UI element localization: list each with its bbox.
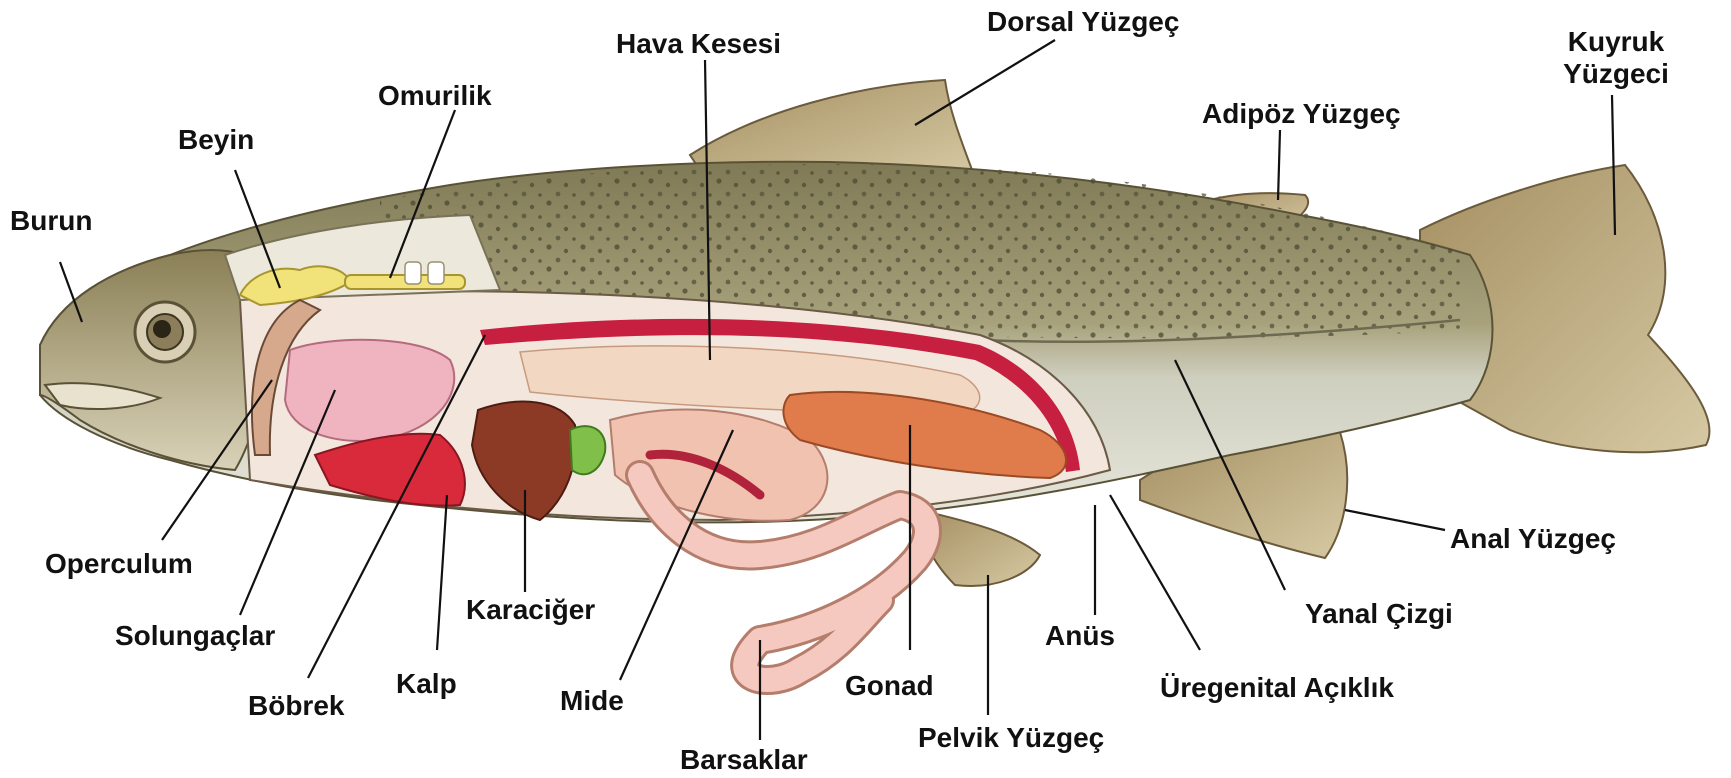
leader-adipoz-yuzgec <box>1278 130 1280 200</box>
label-dorsal-yuzgec: Dorsal Yüzgeç <box>987 6 1179 38</box>
label-adipoz-yuzgec: Adipöz Yüzgeç <box>1202 98 1401 130</box>
label-operculum: Operculum <box>45 548 193 580</box>
label-kalp: Kalp <box>396 668 457 700</box>
leader-uregenital <box>1110 495 1200 650</box>
label-bobrek: Böbrek <box>248 690 344 722</box>
label-beyin: Beyin <box>178 124 254 156</box>
label-kuyruk-line2: Yüzgeci <box>1560 58 1672 90</box>
label-kuyruk-line1: Kuyruk <box>1560 26 1672 58</box>
label-karaciger: Karaciğer <box>466 594 595 626</box>
label-gonad: Gonad <box>845 670 934 702</box>
label-barsaklar: Barsaklar <box>680 744 808 776</box>
label-omurilik: Omurilik <box>378 80 492 112</box>
leader-kalp <box>437 495 447 650</box>
label-solungaclar: Solungaçlar <box>115 620 275 652</box>
label-anus: Anüs <box>1045 620 1115 652</box>
label-mide: Mide <box>560 685 624 717</box>
label-pelvik-yuzgec: Pelvik Yüzgeç <box>918 722 1104 754</box>
label-burun: Burun <box>10 205 92 237</box>
label-uregenital-aciklik: Üregenital Açıklık <box>1160 672 1394 704</box>
label-yanal-cizgi: Yanal Çizgi <box>1305 598 1453 630</box>
label-hava-kesesi: Hava Kesesi <box>616 28 781 60</box>
label-anal-yuzgec: Anal Yüzgeç <box>1450 523 1616 555</box>
leader-anal-yuzgec <box>1345 510 1445 530</box>
label-kuyruk-yuzgeci: Kuyruk Yüzgeci <box>1560 26 1672 90</box>
